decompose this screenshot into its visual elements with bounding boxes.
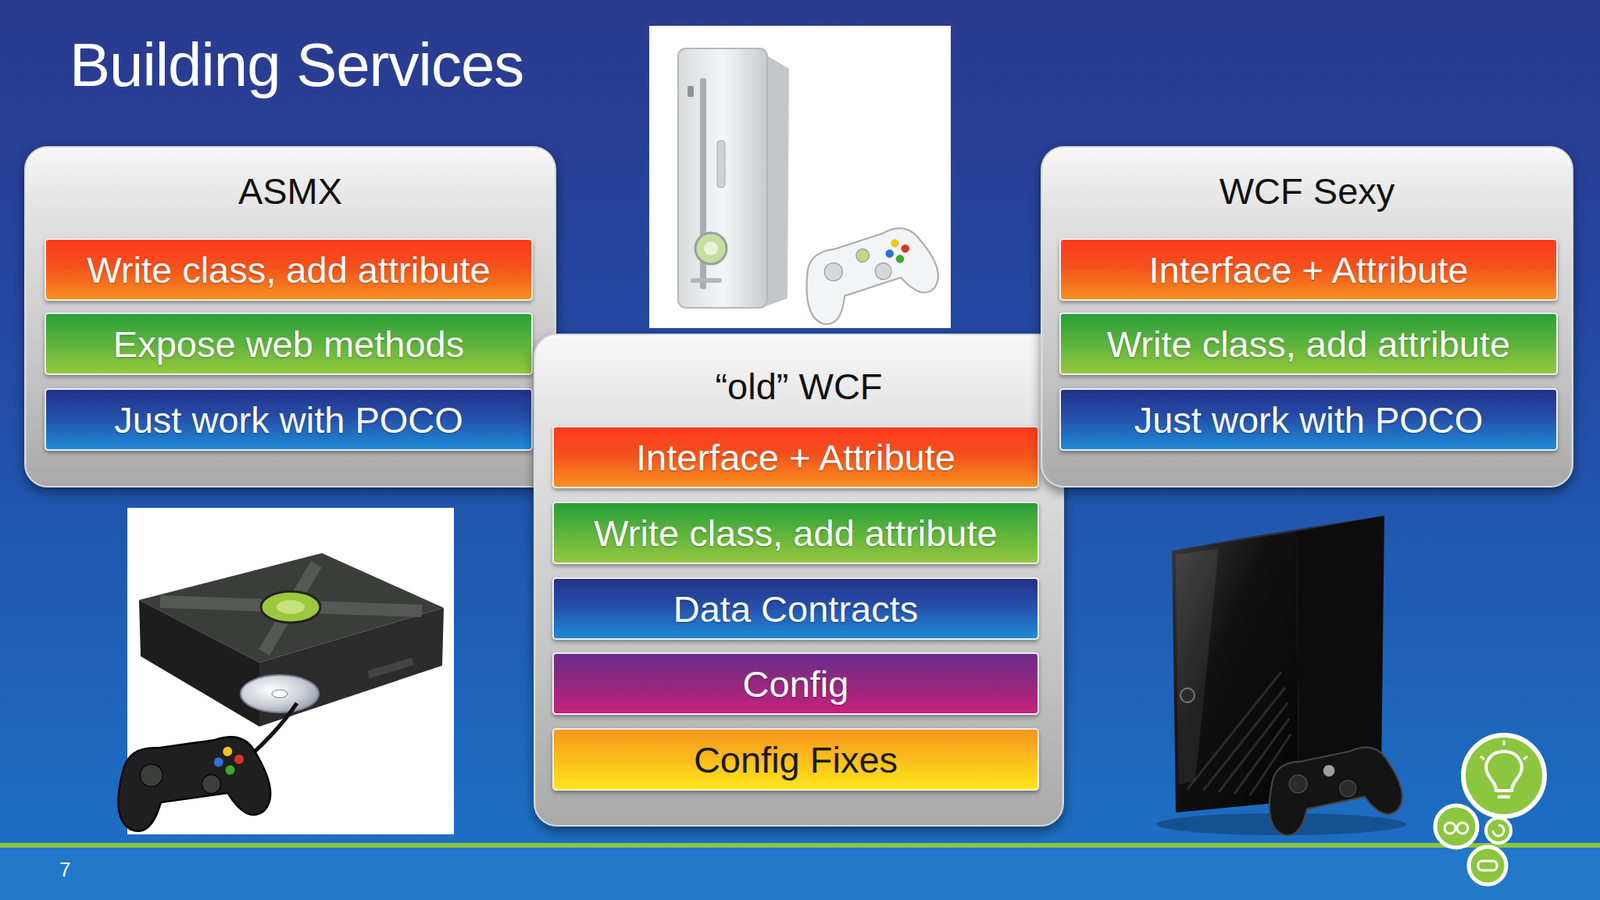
xbox360-picture-part [690, 278, 722, 283]
group-panel: ASMX Write class, add attributeExpose web… [24, 146, 557, 488]
xbox360-picture-part-part [889, 238, 900, 249]
bulb-icon-part [1478, 860, 1497, 871]
xbox360-picture-part-part [821, 260, 845, 283]
xbox360-slim-picture-part-part [1287, 773, 1309, 795]
bulb-icon-part [1492, 825, 1504, 836]
bulb-icon [1435, 735, 1545, 885]
xbox360-picture-part [793, 219, 943, 329]
xbox360-picture-part-part [884, 248, 895, 259]
band-text: Write class, add attribute [86, 248, 490, 292]
footer-strip [0, 847, 1600, 900]
panel-heading-row: WCF Sexy [1042, 169, 1572, 213]
band-text: Config [742, 662, 850, 706]
bulb-icon-part [1485, 817, 1511, 843]
band-text: Interface + Attribute [1149, 248, 1469, 292]
step-band: Interface + Attribute [552, 425, 1040, 489]
xbox360-picture-part [765, 54, 790, 307]
xbox360-picture-part [695, 232, 727, 265]
bulb-icon-part [1435, 805, 1478, 848]
step-band: Data Contracts [552, 577, 1040, 640]
xbox-picture-part-part [200, 773, 222, 795]
step-band: Write class, add attribute [552, 501, 1040, 565]
xbox360-picture-part-part [872, 260, 893, 282]
bulb-icon-part [1503, 740, 1506, 746]
xbox-picture [110, 507, 454, 835]
step-band: Config [552, 652, 1040, 715]
xbox360-picture-part [703, 241, 718, 256]
xbox-picture-part [271, 689, 288, 698]
group-panel: “old” WCF Interface + AttributeWrite clas… [533, 333, 1065, 827]
page-number: 7 [59, 857, 71, 883]
step-band: Expose web methods [44, 312, 533, 375]
xbox-picture-part-part [138, 762, 165, 789]
band-text: Just work with POCO [114, 398, 464, 442]
band-text: Just work with POCO [1134, 398, 1484, 442]
xbox-picture-part-part [110, 732, 274, 834]
xbox-picture-part [367, 657, 415, 679]
group-panel: WCF SexyInterface + AttributeWrite class… [1040, 146, 1574, 488]
panel-heading-row: “old” WCF [535, 364, 1063, 408]
step-band: Write class, add attribute [1059, 312, 1558, 375]
bulb-icon-part [1444, 822, 1456, 834]
xbox-picture-part-part [225, 764, 236, 776]
step-band: Config Fixes [552, 728, 1040, 791]
bulb-icon-part [1480, 756, 1485, 760]
band-text: Data Contracts [673, 587, 918, 631]
xbox360-slim-picture-part-part [1321, 764, 1336, 778]
step-band: Just work with POCO [1059, 388, 1558, 451]
xbox-picture-part [110, 732, 274, 834]
xbox-picture-part [139, 600, 260, 727]
xbox-picture-part-part [213, 757, 225, 768]
step-band: Write class, add attribute [44, 238, 533, 301]
band-text: Expose web methods [113, 322, 465, 366]
band-text: Interface + Attribute [635, 435, 956, 479]
bulb-icon-part [1497, 795, 1511, 799]
xbox360-picture-part-part [854, 246, 872, 264]
slide-title: Building Services [69, 29, 524, 101]
xbox360-picture-part [687, 85, 694, 97]
bulb-icon-part [1468, 846, 1507, 885]
bulb-icon-part [1485, 751, 1522, 791]
xbox-picture-part-part [233, 753, 245, 765]
xbox360-picture-part [649, 25, 951, 329]
band-text: Write class, add attribute [593, 511, 997, 555]
band-text: Write class, add attribute [1107, 322, 1511, 366]
step-band: Interface + Attribute [1059, 238, 1558, 301]
xbox360-slim-picture-part [1175, 548, 1219, 785]
xbox360-picture [649, 25, 951, 329]
bulb-icon-part [1457, 822, 1468, 834]
xbox-picture-part-part [221, 746, 233, 758]
panel-heading-row: ASMX [25, 169, 555, 213]
panel-heading: “old” WCF [714, 365, 883, 408]
xbox-picture-part [240, 675, 319, 713]
xbox360-slim-picture-part-part [1260, 741, 1406, 839]
xbox360-picture-part-part [900, 243, 911, 254]
xbox360-slim-picture-part [1260, 741, 1406, 839]
xbox-picture-part [276, 600, 305, 615]
step-band: Just work with POCO [44, 388, 533, 451]
bulb-icon-part [1523, 756, 1528, 760]
panel-heading: WCF Sexy [1219, 170, 1396, 212]
xbox360-slim-picture [1156, 515, 1407, 839]
band-text: Config Fixes [693, 738, 898, 782]
xbox360-picture-part [678, 48, 768, 308]
xbox360-slim-picture-part-part [1338, 778, 1358, 799]
xbox360-picture-part-part [793, 219, 943, 329]
xbox360-picture-part [717, 140, 725, 188]
xbox-picture-part [260, 591, 321, 623]
bulb-icon-part [1463, 735, 1545, 817]
panel-heading: ASMX [238, 170, 343, 212]
footer-line [0, 842, 1600, 848]
xbox360-picture-part-part [894, 253, 905, 265]
